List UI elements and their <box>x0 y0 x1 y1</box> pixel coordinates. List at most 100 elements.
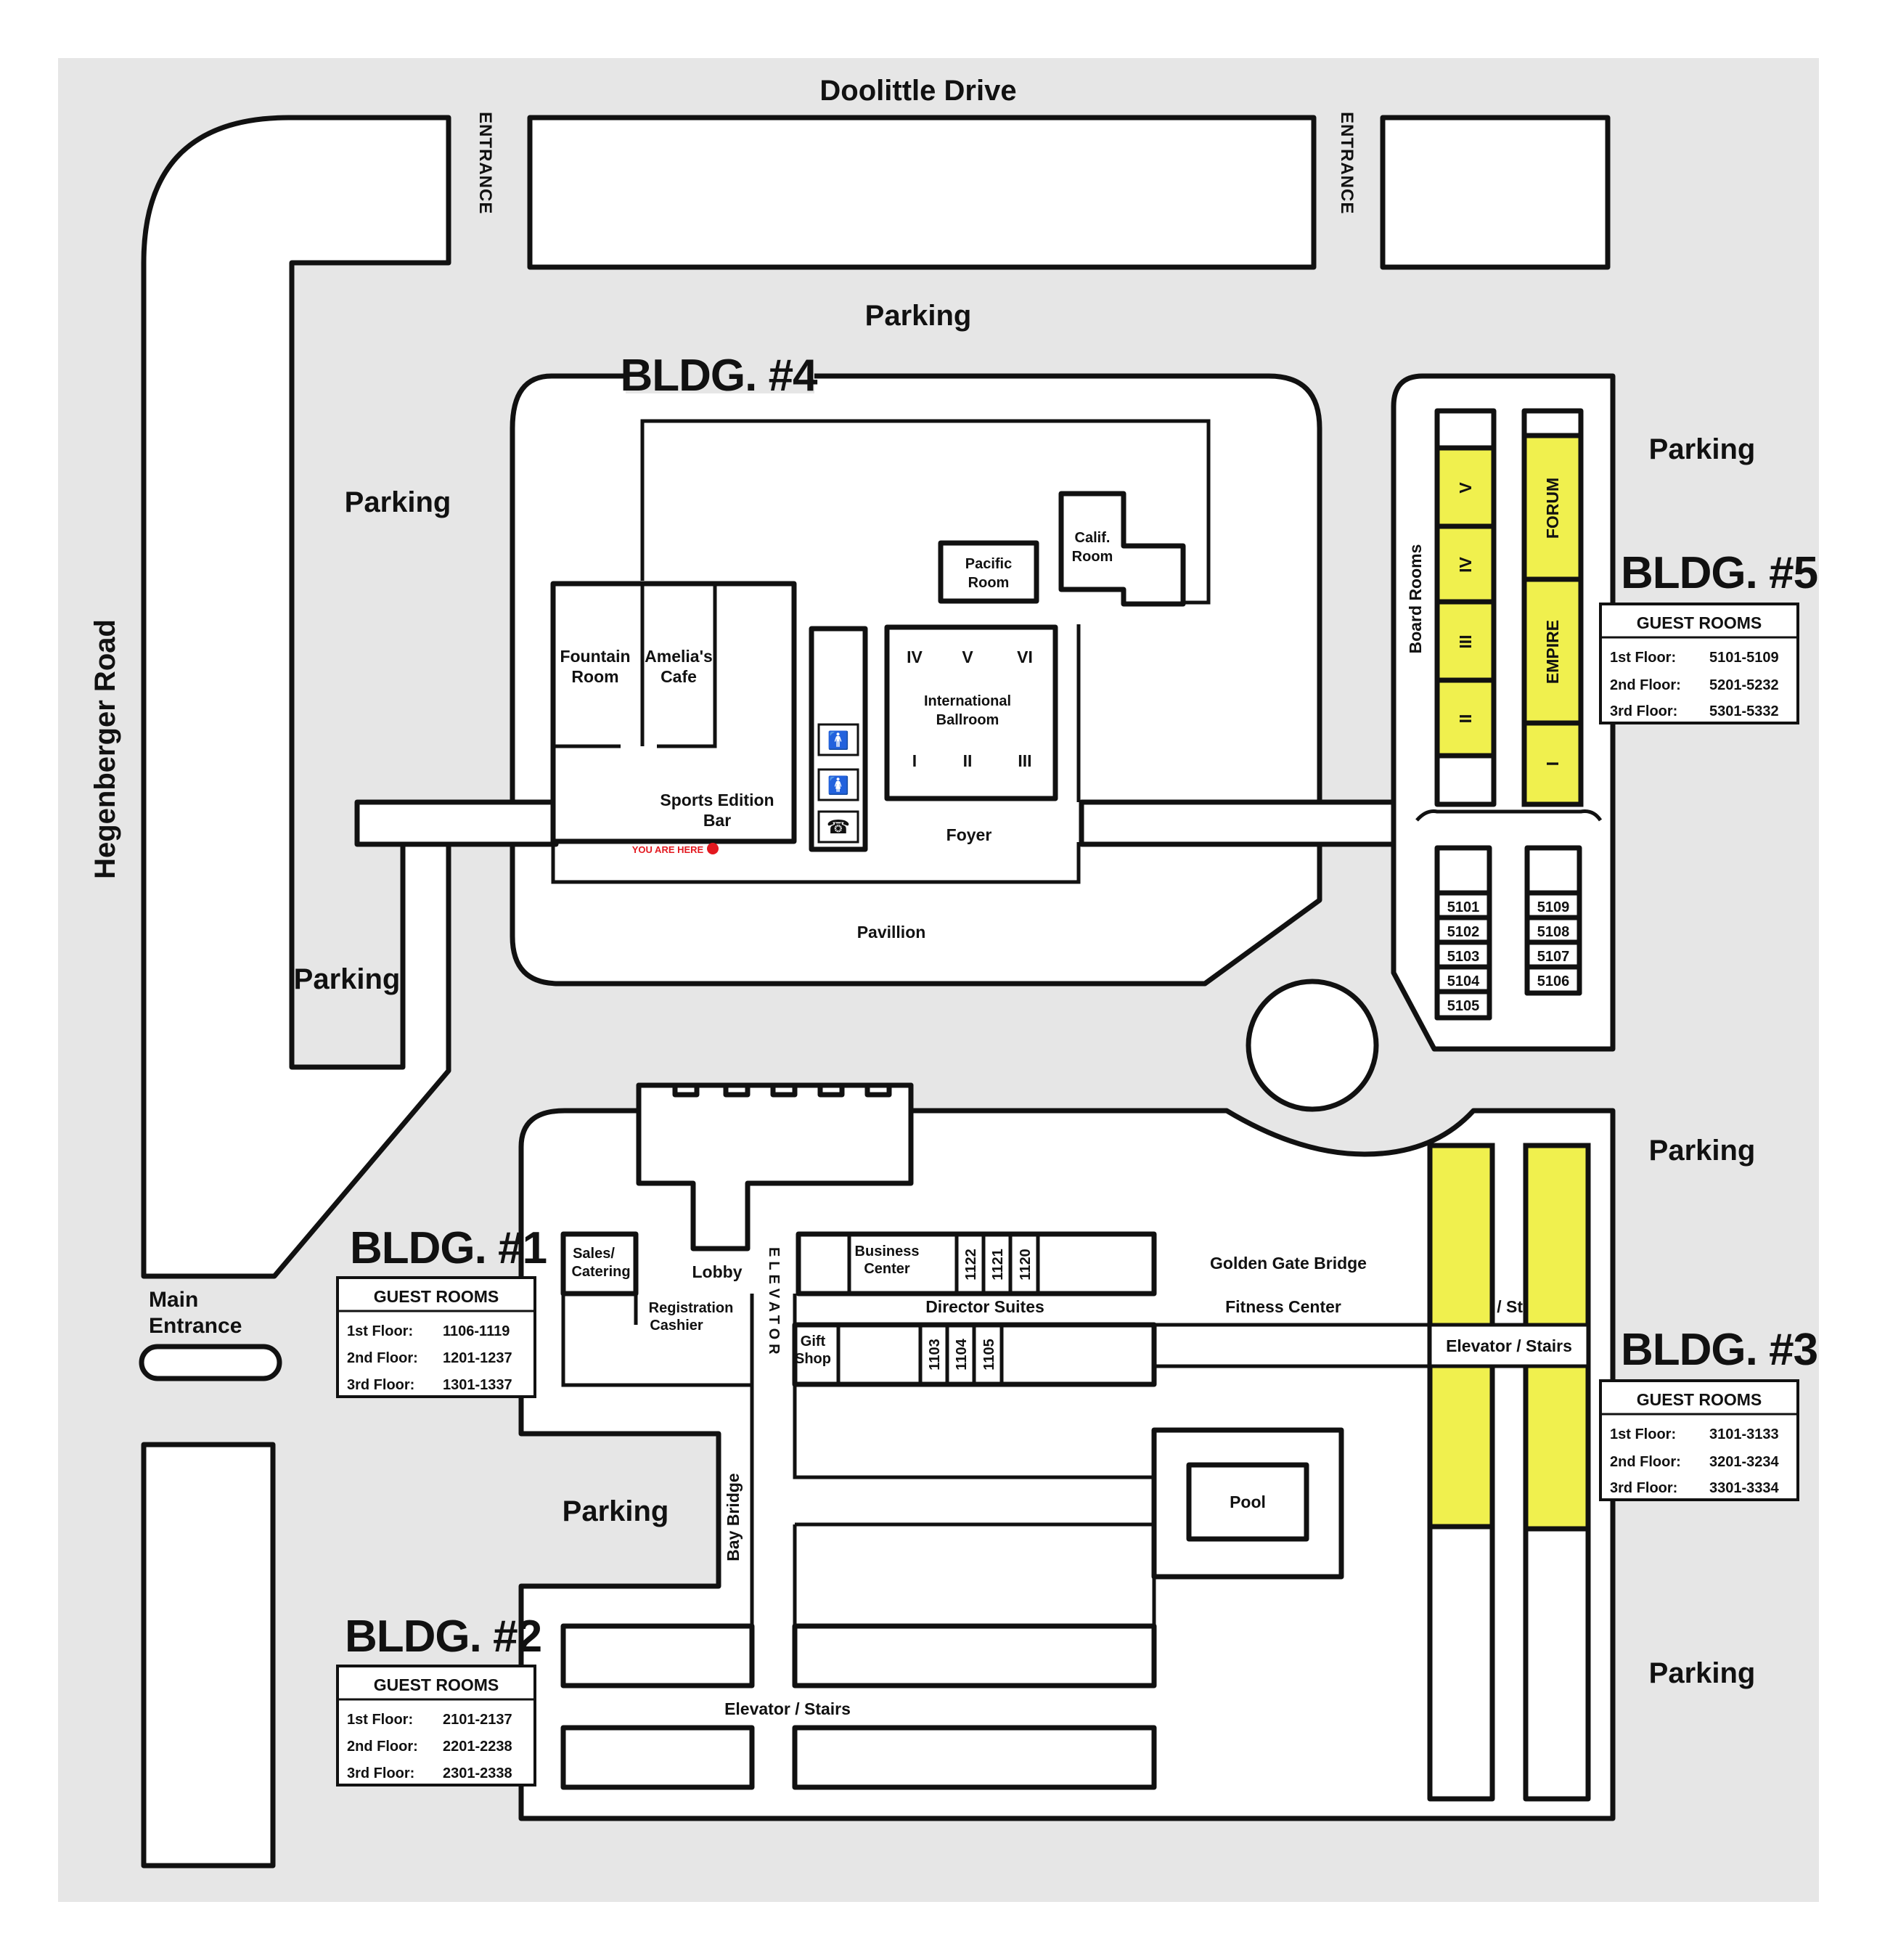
pool <box>1186 1462 1309 1542</box>
board-rooms-label: Board Rooms <box>1406 544 1425 654</box>
empire-room <box>1521 576 1584 726</box>
walkway-right <box>1079 799 1396 847</box>
room-1120: 1120 <box>1018 1249 1034 1280</box>
board-room-iii-label: III <box>1456 634 1475 648</box>
bldg2-wing-upper-left <box>560 1623 755 1689</box>
bldg2-floor-1: 1st Floor: <box>347 1712 413 1728</box>
registration-label-2: Cashier <box>650 1318 703 1334</box>
room-5108: 5108 <box>1537 924 1570 940</box>
director-suites-label: Director Suites <box>925 1297 1044 1316</box>
international-ballroom <box>884 624 1058 801</box>
room-5106: 5106 <box>1537 973 1570 989</box>
parking-label-top: Parking <box>865 300 972 332</box>
parking-strip-lower-left <box>141 1442 276 1869</box>
foyer-label: Foyer <box>946 825 992 844</box>
bldg3-floor-2: 2nd Floor: <box>1610 1454 1681 1470</box>
parking-label-right-1: Parking <box>1649 433 1756 465</box>
telephone-icon: ☎ <box>817 810 859 844</box>
parking-label-center-lower: Parking <box>563 1495 669 1527</box>
golden-gate-bridge-label: Golden Gate Bridge <box>1210 1254 1367 1273</box>
bldg1-range-1: 1106-1119 <box>443 1323 510 1339</box>
bldg5-floor-3: 3rd Floor: <box>1610 703 1677 719</box>
entrance-left-label: ENTRANCE <box>475 112 495 214</box>
street-hegenberger-road: Hegenberger Road <box>89 619 121 879</box>
fitness-center-label: Fitness Center <box>1225 1297 1341 1316</box>
you-are-here-marker <box>707 843 719 854</box>
parking-label-right-3: Parking <box>1649 1657 1756 1689</box>
sports-bar-label-1: Sports Edition <box>660 791 774 809</box>
bldg3-range-3: 3301-3334 <box>1709 1480 1780 1496</box>
svg-text:☎: ☎ <box>827 816 850 838</box>
gift-shop-label-1: Gift <box>801 1334 826 1349</box>
bldg3-floor-3: 3rd Floor: <box>1610 1480 1677 1496</box>
you-are-here-label: YOU ARE HERE <box>632 844 704 855</box>
bldg2-elevator-stairs-label: Elevator / Stairs <box>724 1699 851 1718</box>
board-room-ii-label: II <box>1456 714 1475 724</box>
bldg3-guest-rooms-table: GUEST ROOMS 1st Floor: 3101-3133 2nd Flo… <box>1599 1379 1799 1501</box>
empire-section-i <box>1521 720 1584 807</box>
ballroom-section-v: V <box>962 648 973 666</box>
bldg2-wing-upper-right <box>792 1623 1157 1689</box>
calif-room-label-2: Room <box>1072 549 1113 565</box>
sales-catering-label-1: Sales/ <box>573 1246 615 1262</box>
ballroom-section-vi: VI <box>1017 648 1033 666</box>
ballroom-label-1: International <box>924 693 1011 709</box>
amelias-cafe-label-2: Cafe <box>661 667 697 686</box>
bldg5-rooms-left: 5101 5102 5103 5104 5105 <box>1434 845 1492 1021</box>
parking-label-left-lower: Parking <box>294 963 401 995</box>
bldg1-guest-rooms-heading: GUEST ROOMS <box>374 1287 499 1306</box>
bldg1-guest-rooms-table: GUEST ROOMS 1st Floor: 1106-1119 2nd Flo… <box>336 1276 536 1398</box>
room-5107: 5107 <box>1537 949 1570 965</box>
svg-text:🚺: 🚺 <box>827 775 849 796</box>
room-1103: 1103 <box>927 1339 943 1370</box>
bldg2-wing-lower-right <box>792 1725 1157 1790</box>
bldg4-inner-back <box>640 419 1211 605</box>
amelias-cafe-label-1: Amelia's <box>645 647 713 666</box>
empire-section-i-label: I <box>1543 761 1562 766</box>
bldg1-range-2: 1201-1237 <box>443 1350 512 1366</box>
parking-label-right-2: Parking <box>1649 1135 1756 1167</box>
bldg5-title: BLDG. #5 <box>1621 548 1817 598</box>
bldg5-floor-1: 1st Floor: <box>1610 650 1676 666</box>
bldg2-range-1: 2101-2137 <box>443 1712 512 1728</box>
main-entrance-marker <box>139 1344 282 1381</box>
sales-catering-label-2: Catering <box>571 1264 630 1280</box>
board-room-ii <box>1434 677 1497 759</box>
board-room-iv-label: IV <box>1456 556 1475 572</box>
bay-bridge-label: Bay Bridge <box>724 1473 743 1561</box>
entrance-left: ENTRANCE <box>475 112 495 214</box>
board-room-v <box>1434 445 1497 529</box>
mens-restroom-icon: 🚹 <box>817 723 859 756</box>
board-room-iv <box>1434 523 1497 605</box>
bldg5-rooms-right: 5109 5108 5107 5106 <box>1524 845 1582 996</box>
bldg3-title: BLDG. #3 <box>1621 1325 1817 1375</box>
forum-label: FORUM <box>1543 478 1562 539</box>
bldg5-range-2: 5201-5232 <box>1709 677 1779 693</box>
main-entrance-label-1: Main <box>149 1288 198 1312</box>
room-5101: 5101 <box>1447 899 1480 915</box>
restaurant-block <box>550 581 797 844</box>
sports-bar-label-2: Bar <box>703 811 731 830</box>
fountain-room-label-2: Room <box>571 667 618 686</box>
ballroom-section-iii: III <box>1018 751 1031 770</box>
bldg2-wing-lower-left <box>560 1725 755 1790</box>
bldg3-range-2: 3201-3234 <box>1709 1454 1780 1470</box>
room-1121: 1121 <box>990 1249 1006 1280</box>
bldg2-title: BLDG. #2 <box>345 1612 541 1662</box>
lobby-entry-crenellation <box>636 1082 914 1251</box>
bldg2-range-3: 2301-2338 <box>443 1765 512 1781</box>
bldg4-title-bg <box>626 350 814 393</box>
fountain-divider <box>551 584 1081 884</box>
bldg5-floor-2: 2nd Floor: <box>1610 677 1681 693</box>
bldg1-floor-1: 1st Floor: <box>347 1323 413 1339</box>
board-room-iii <box>1434 599 1497 683</box>
bldg3-elevator-stairs-label-overlay: Elevator / Stairs <box>1446 1336 1572 1355</box>
bldg2-floor-2: 2nd Floor: <box>347 1739 418 1755</box>
business-room-dividers <box>847 1234 1040 1294</box>
room-5105: 5105 <box>1447 998 1480 1014</box>
room-5102: 5102 <box>1447 924 1480 940</box>
room-5103: 5103 <box>1447 949 1480 965</box>
bldg5-guest-rooms-table: GUEST ROOMS 1st Floor: 5101-5109 2nd Flo… <box>1599 603 1799 724</box>
entrance-right: ENTRANCE <box>1337 112 1357 214</box>
